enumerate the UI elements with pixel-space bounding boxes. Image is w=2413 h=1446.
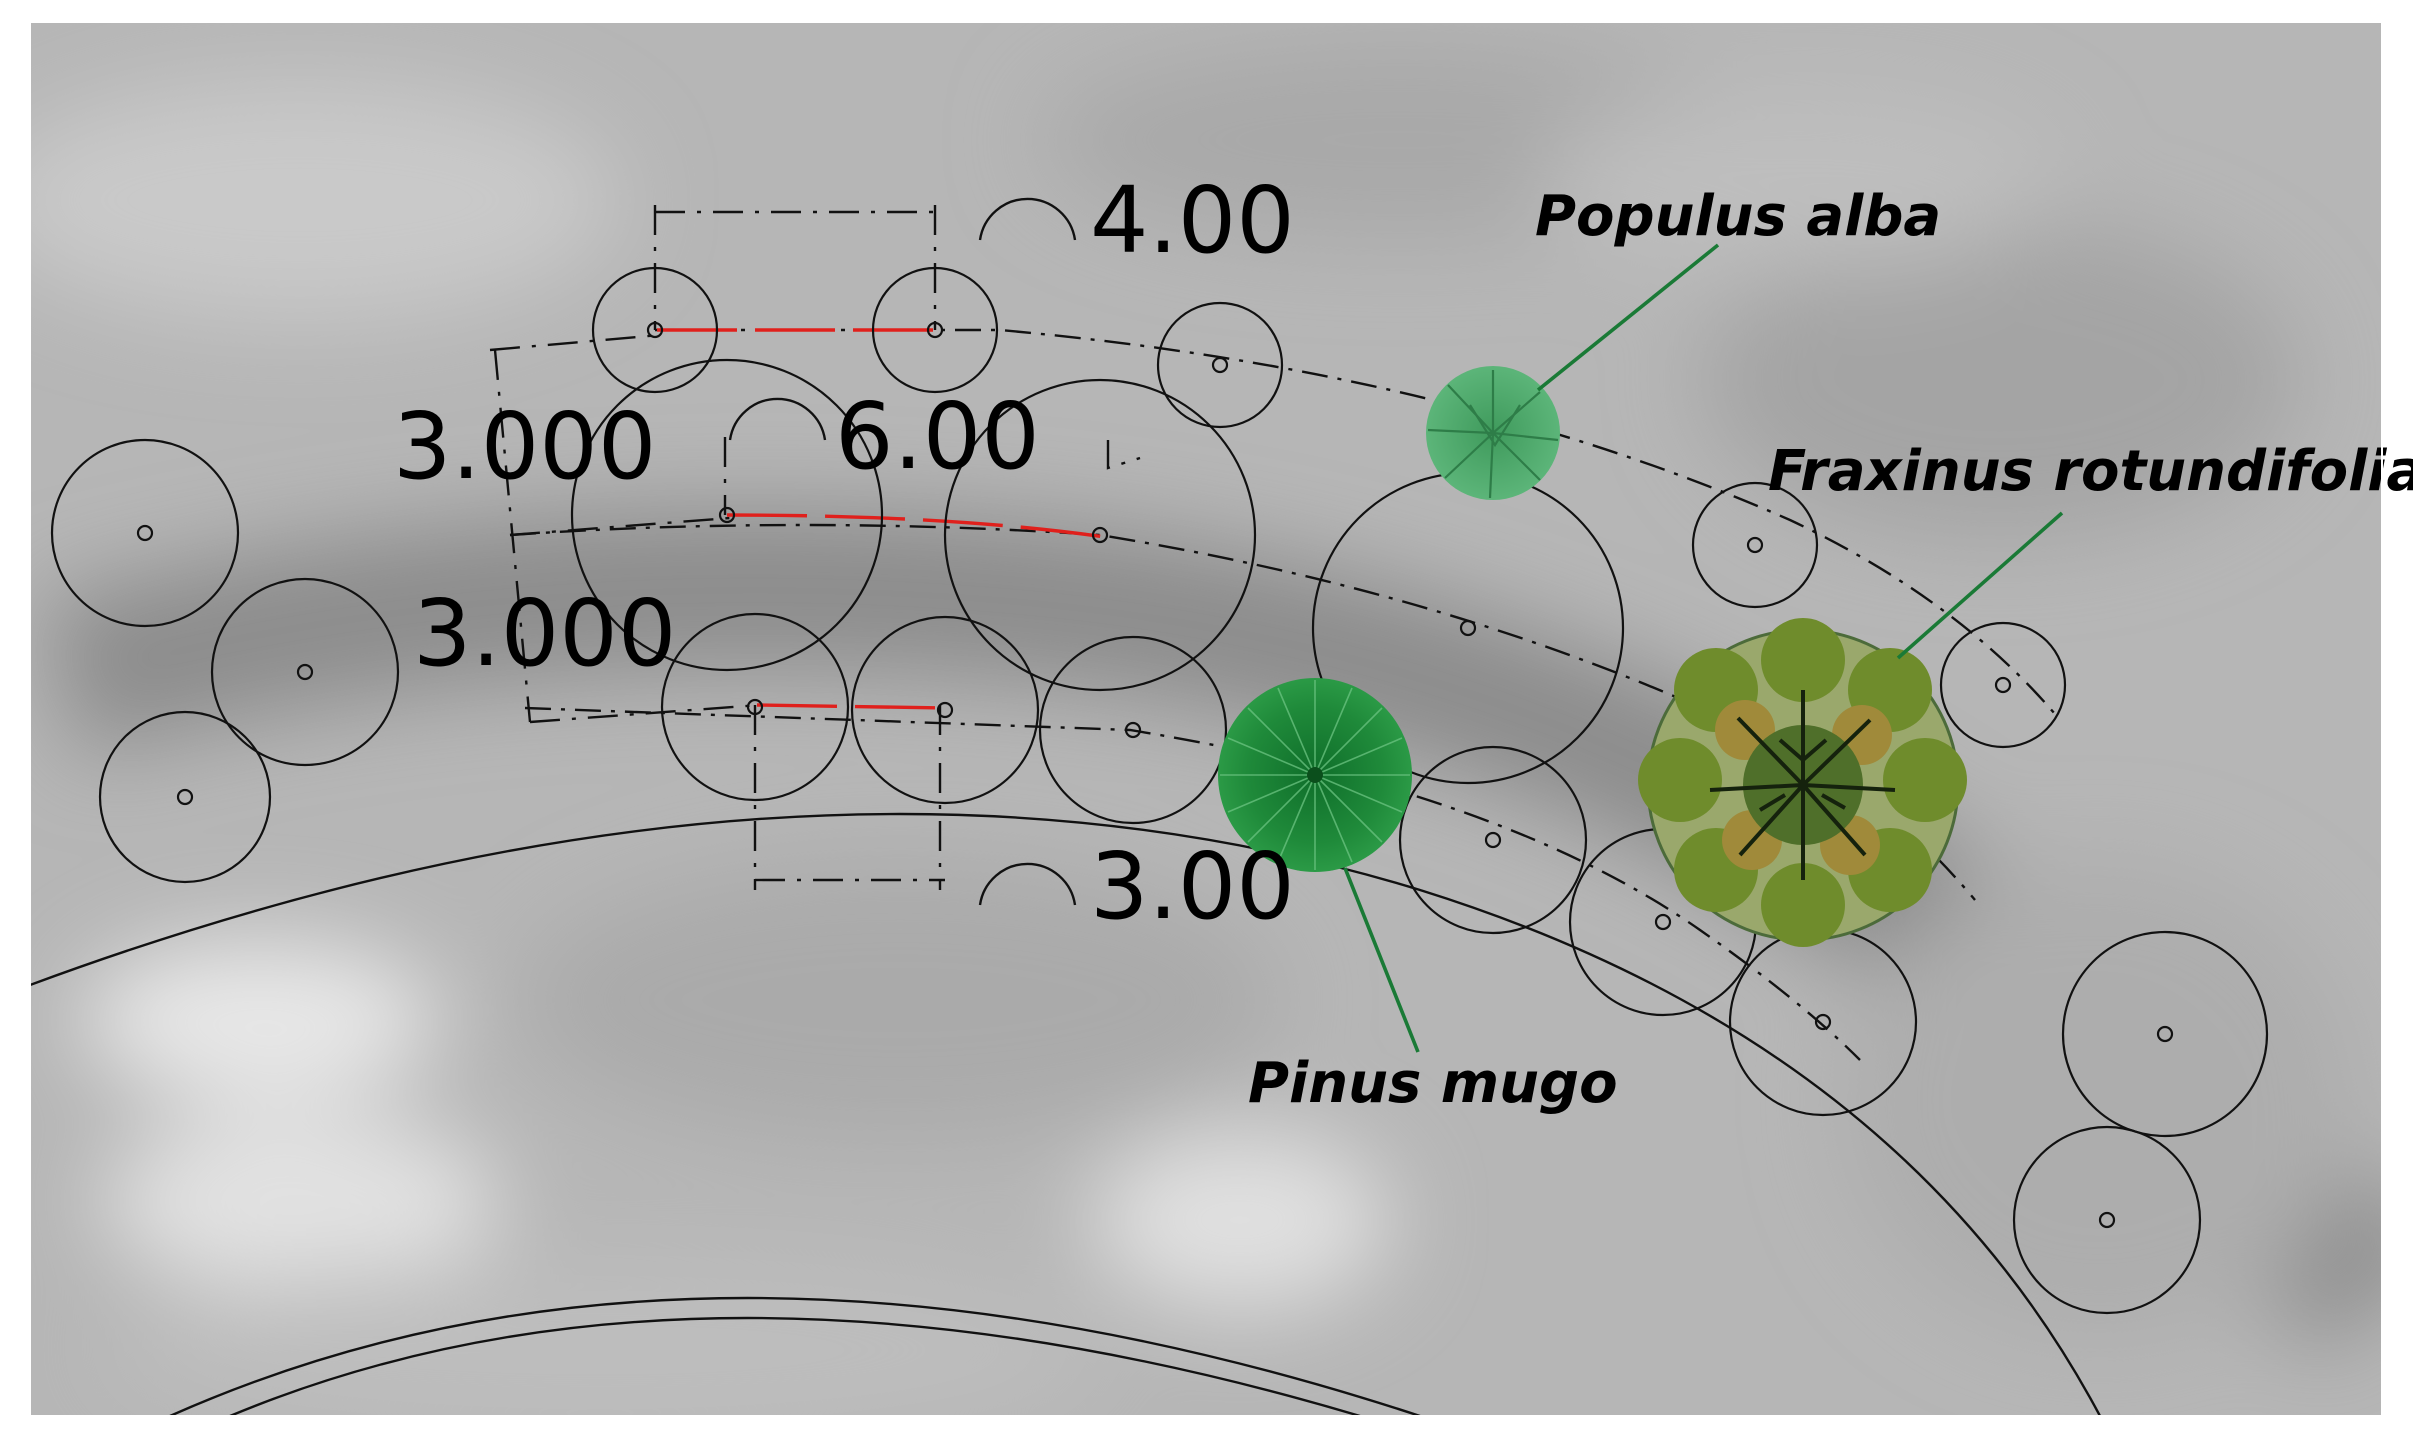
fraxinus-rotundifolia-symbol [1638,618,1967,947]
dimension-label-bottom: 3.00 [1090,833,1295,940]
measured-segments [657,328,1106,710]
populus-alba-symbol [1426,366,1560,500]
tree-center-markers [136,321,2174,1229]
image-frame [29,21,2383,1417]
species-label-populus: Populus alba [1535,184,1941,249]
dimension-label-row-gap-upper: 3.000 [393,393,656,500]
tree-canopy-circles [50,266,2269,1315]
dimension-label-row-gap-lower: 3.000 [413,580,676,687]
dimension-label-top: 4.00 [1090,167,1295,274]
species-label-fraxinus: Fraxinus rotundifolia [1768,439,2413,504]
aerial-background [30,22,2382,1416]
pinus-mugo-symbol [1218,678,1412,872]
dimension-label-mid: 6.00 [835,383,1040,490]
dimension-lines [489,197,1141,906]
species-leader-lines [1343,243,2064,1053]
species-label-pinus: Pinus mugo [1248,1051,1618,1116]
